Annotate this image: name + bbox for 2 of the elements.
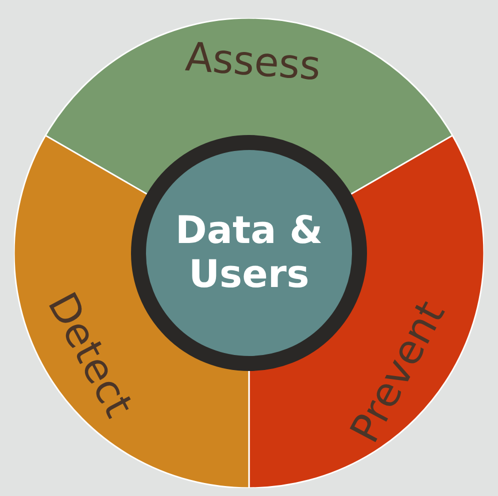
center-label: Data & Users (174, 209, 324, 297)
segment-label: Assess (184, 37, 322, 87)
